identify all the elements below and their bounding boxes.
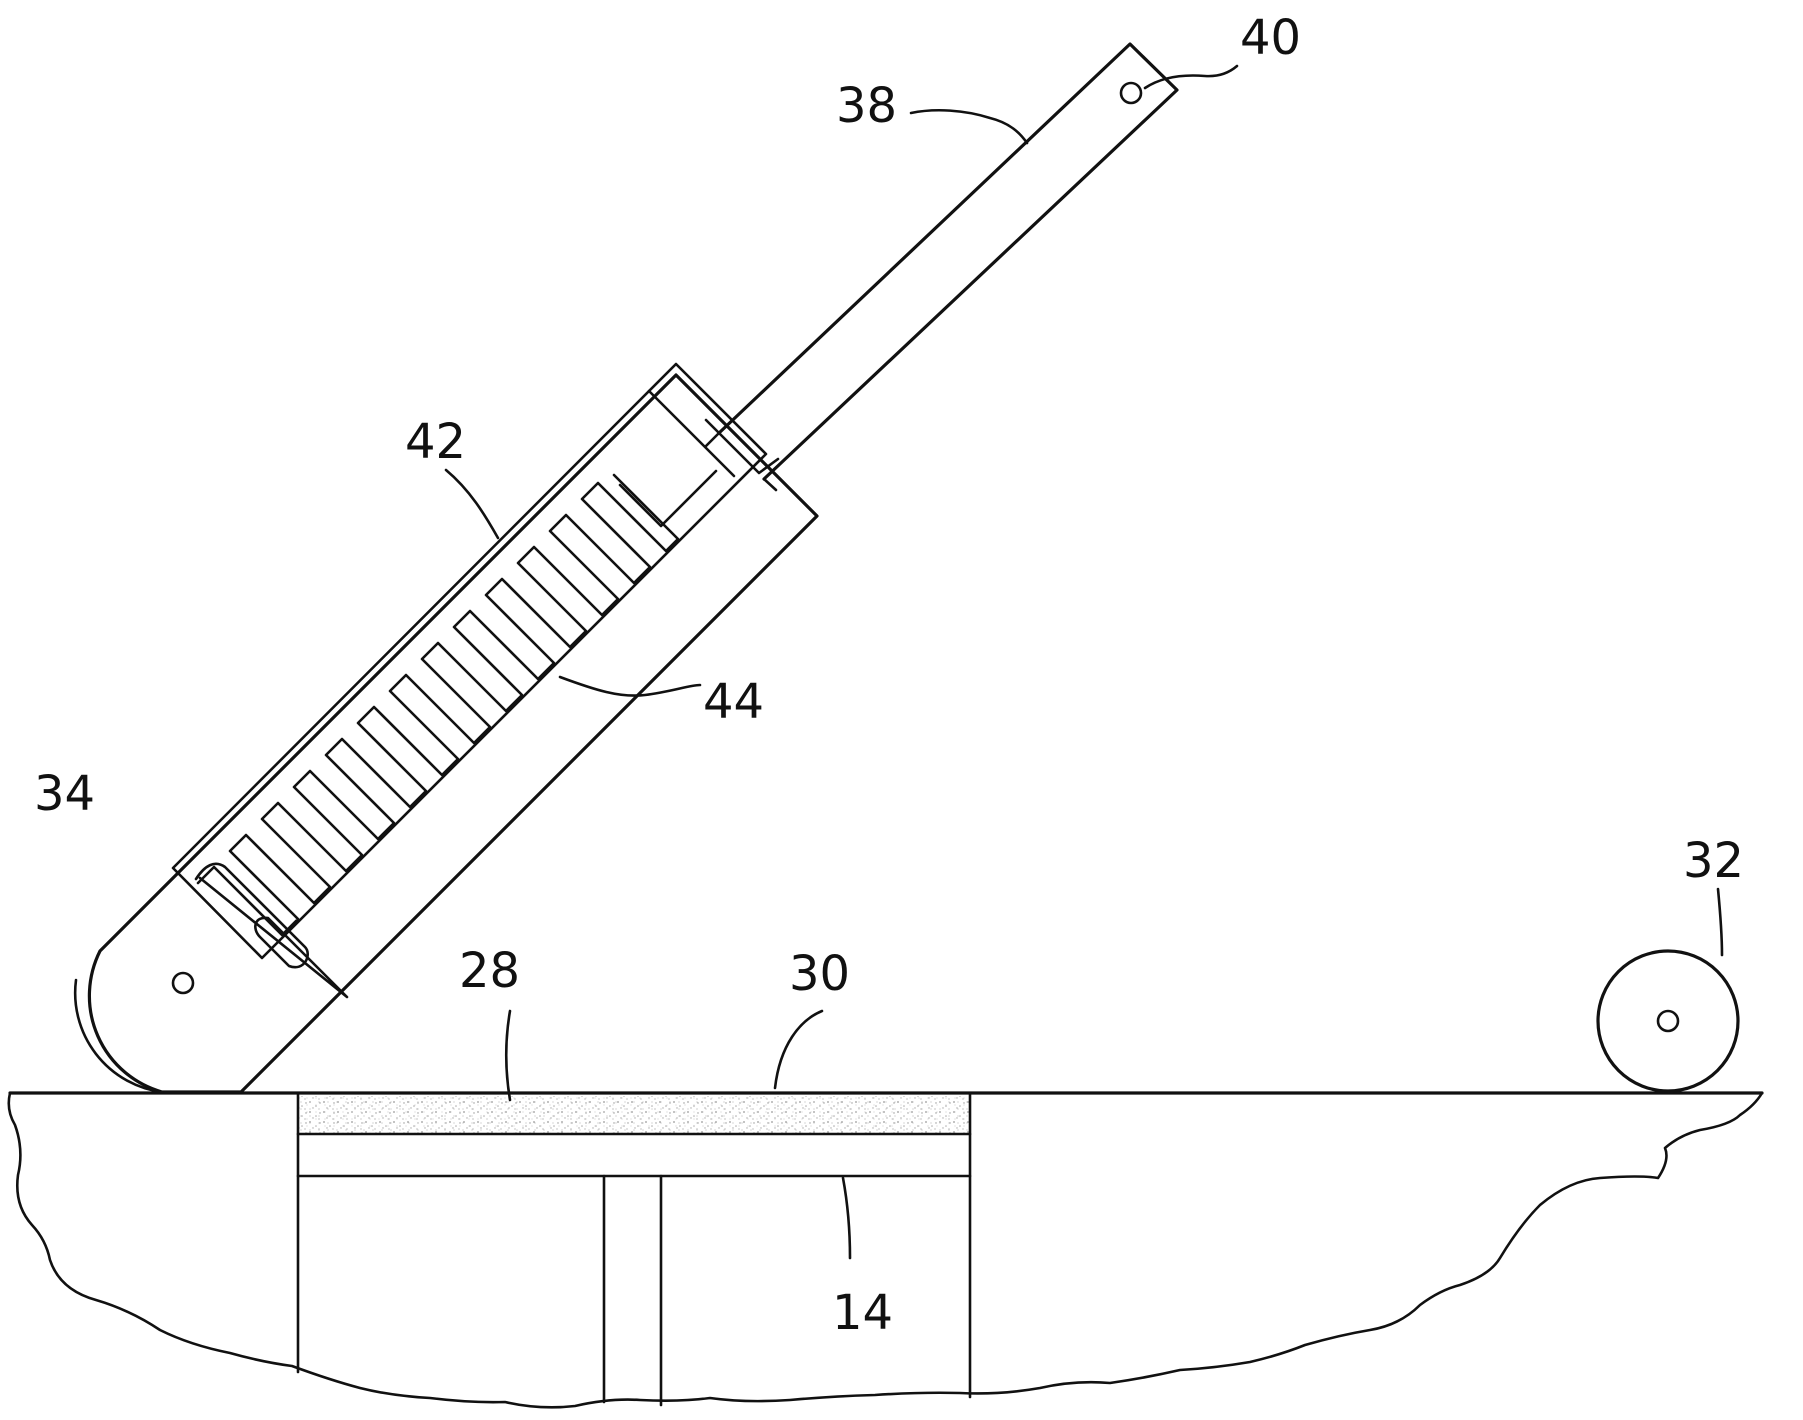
label-38: 38 <box>836 78 897 134</box>
label-44: 44 <box>703 674 764 730</box>
label-32: 32 <box>1683 833 1744 889</box>
spring-chamber <box>173 364 778 958</box>
label-30: 30 <box>789 946 850 1002</box>
label-34: 34 <box>34 766 95 822</box>
leader-42 <box>446 470 498 538</box>
label-14: 14 <box>832 1285 893 1341</box>
reference-labels: 40 38 42 44 34 32 28 30 14 <box>34 10 1744 1341</box>
leader-44 <box>560 677 700 696</box>
roller-32 <box>1598 951 1738 1091</box>
leader-38 <box>911 110 1027 143</box>
label-28: 28 <box>459 943 520 999</box>
leader-lines <box>446 66 1722 1258</box>
label-42: 42 <box>405 414 466 470</box>
leader-28 <box>506 1011 510 1100</box>
label-40: 40 <box>1240 10 1301 66</box>
leader-14 <box>843 1178 850 1258</box>
ground-section <box>9 1093 1762 1407</box>
spring-44 <box>196 475 678 997</box>
leader-30 <box>775 1011 822 1088</box>
leader-32 <box>1718 889 1722 955</box>
bed-structure <box>298 1093 970 1405</box>
leader-40 <box>1145 66 1237 88</box>
